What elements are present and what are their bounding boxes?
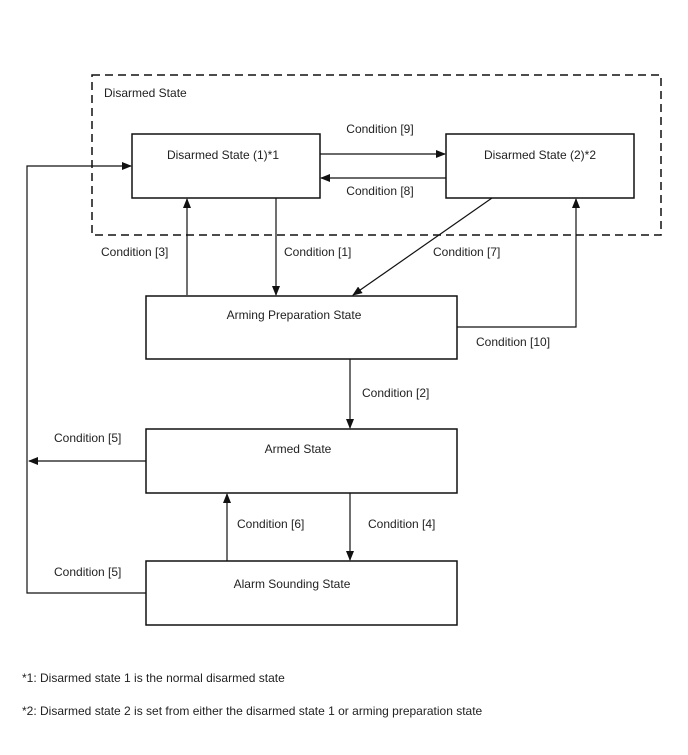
condition-2-label: Condition [2] bbox=[362, 386, 429, 400]
condition-9-label: Condition [9] bbox=[346, 122, 413, 136]
edge-condition-10 bbox=[457, 198, 580, 328]
armed-state-box bbox=[145, 428, 458, 494]
arming-preparation-state-box bbox=[145, 295, 458, 360]
disarmed-state-2-box bbox=[445, 133, 635, 199]
condition-3-label: Condition [3] bbox=[101, 245, 168, 259]
edge-condition-5-alarm bbox=[26, 162, 146, 594]
footnote-1: *1: Disarmed state 1 is the normal disar… bbox=[22, 671, 285, 685]
disarmed-state-1-label: Disarmed State (1)*1 bbox=[167, 148, 279, 162]
alarm-sounding-state-label: Alarm Sounding State bbox=[234, 577, 351, 591]
disarmed-state-group-label: Disarmed State bbox=[104, 86, 187, 100]
condition-1-label: Condition [1] bbox=[284, 245, 351, 259]
condition-10-label: Condition [10] bbox=[476, 335, 550, 349]
condition-6-label: Condition [6] bbox=[237, 517, 304, 531]
alarm-sounding-state-box bbox=[145, 560, 458, 626]
condition-5-top-label: Condition [5] bbox=[54, 431, 121, 445]
condition-4-label: Condition [4] bbox=[368, 517, 435, 531]
disarmed-state-2-label: Disarmed State (2)*2 bbox=[484, 148, 596, 162]
disarmed-state-1-box bbox=[131, 133, 321, 199]
armed-state-label: Armed State bbox=[265, 442, 332, 456]
disarmed-state-group bbox=[91, 74, 662, 236]
arming-preparation-state-label: Arming Preparation State bbox=[227, 308, 362, 322]
edge-condition-7 bbox=[352, 197, 493, 296]
condition-5-bottom-label: Condition [5] bbox=[54, 565, 121, 579]
condition-8-label: Condition [8] bbox=[346, 184, 413, 198]
condition-7-label: Condition [7] bbox=[433, 245, 500, 259]
footnote-2: *2: Disarmed state 2 is set from either … bbox=[22, 704, 483, 718]
